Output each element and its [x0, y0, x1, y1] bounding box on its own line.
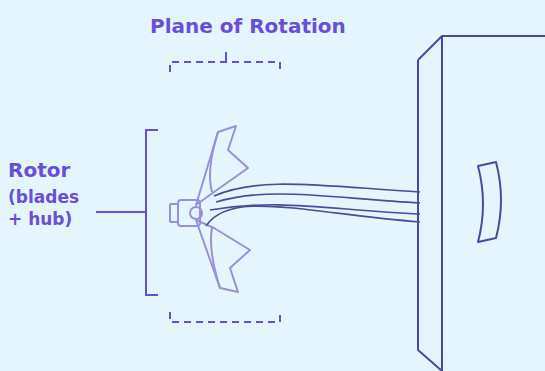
plane-label: Plane of Rotation — [150, 14, 346, 38]
airflow — [206, 184, 420, 226]
rotor-label: (blades + hub) — [8, 186, 88, 230]
wall — [418, 36, 545, 371]
rotor — [170, 126, 250, 292]
rotor-label: Rotor — [8, 158, 70, 182]
brackets — [96, 52, 280, 322]
